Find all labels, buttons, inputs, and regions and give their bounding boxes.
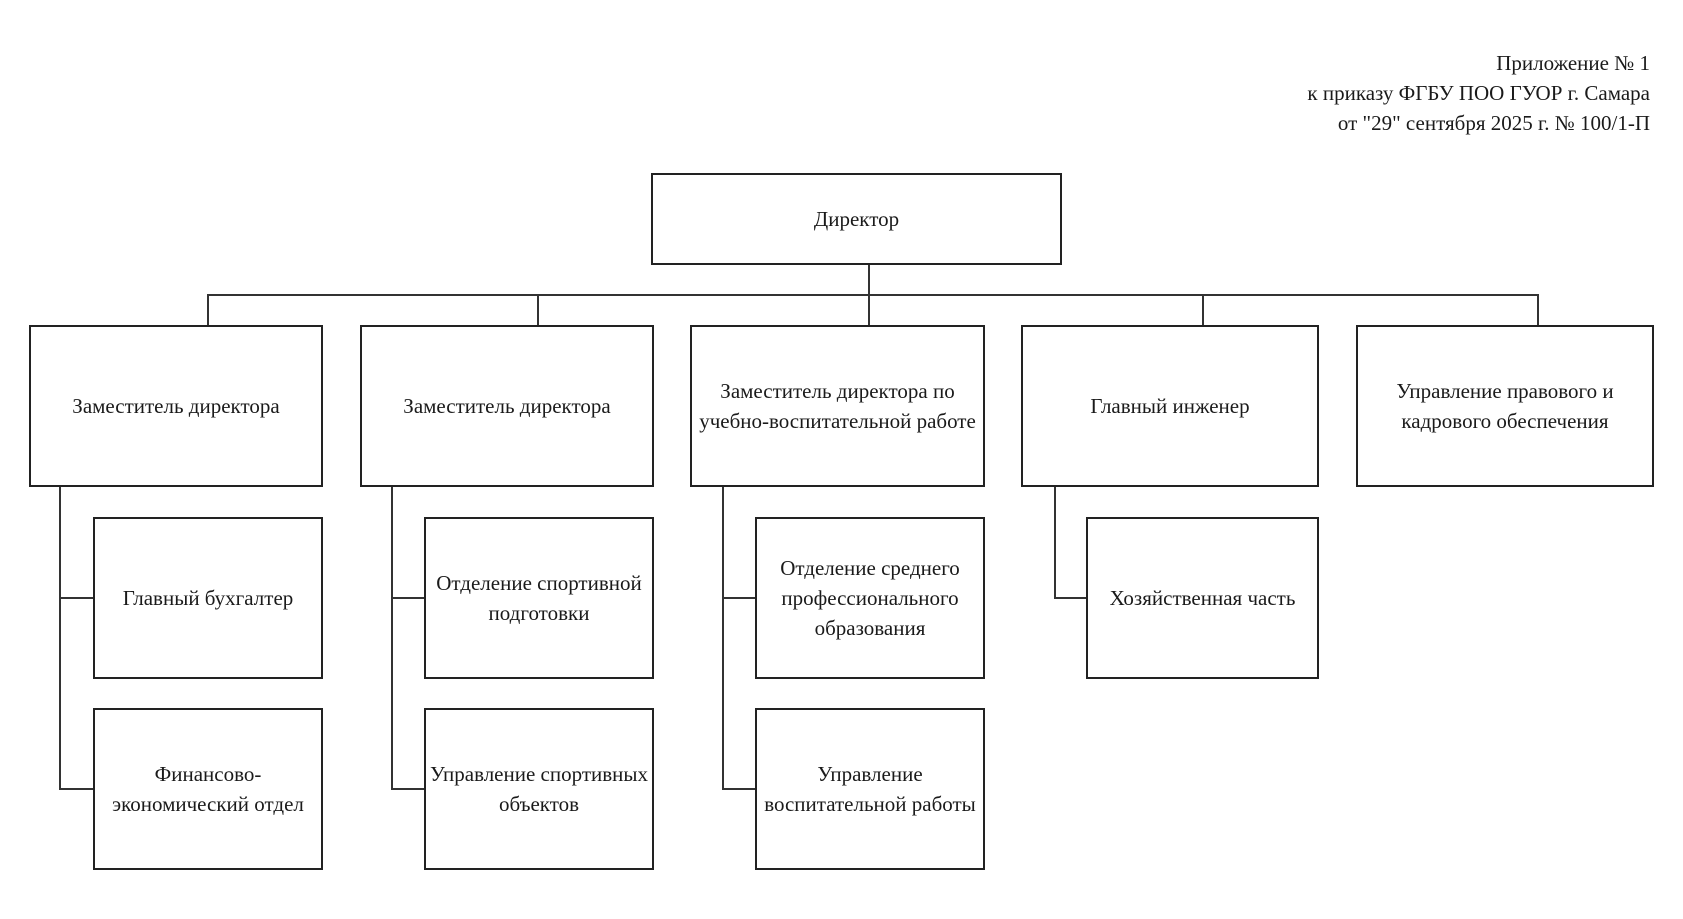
child-label: Главный бухгалтер	[122, 586, 294, 610]
unit-box-legal-hr-mgmt: Управление правового и кадрового обеспеч…	[1356, 325, 1654, 487]
unit-connector	[868, 294, 870, 325]
educational-work-mgmt-box: Управление воспитательной работы	[755, 708, 985, 870]
child-spine	[722, 487, 724, 789]
director-label: Директор	[813, 207, 900, 231]
document-header: Приложение № 1 к приказу ФГБУ ПОО ГУОР г…	[1307, 48, 1650, 138]
unit-box-deputy-director-education: Заместитель директора по учебно-воспитат…	[690, 325, 985, 487]
child-connector	[59, 788, 93, 790]
unit-connector	[1537, 294, 1539, 325]
child-label: Хозяйственная часть	[1109, 586, 1296, 610]
finance-economics-dept-box: Финансово-экономический отдел	[93, 708, 323, 870]
unit-box-chief-engineer: Главный инженер	[1021, 325, 1319, 487]
unit-label: Заместитель директора по учебно-воспитат…	[699, 379, 976, 433]
unit-connector	[1202, 294, 1204, 325]
child-connector	[722, 788, 755, 790]
unit-label: Заместитель директора	[403, 394, 611, 418]
vocational-education-dept-box: Отделение среднего профессионального обр…	[755, 517, 985, 679]
child-label: Финансово-экономический отдел	[112, 762, 304, 816]
child-connector	[59, 597, 93, 599]
director-box: Директор	[651, 173, 1062, 265]
unit-connector	[207, 294, 209, 325]
child-label: Управление воспитательной работы	[764, 762, 976, 816]
chief-accountant-box: Главный бухгалтер	[93, 517, 323, 679]
child-spine	[391, 487, 393, 789]
unit-box-deputy-director-1: Заместитель директора	[29, 325, 323, 487]
child-spine	[59, 487, 61, 789]
child-label: Управление спортивных объектов	[429, 762, 649, 816]
child-connector	[391, 788, 424, 790]
unit-label: Главный инженер	[1090, 394, 1250, 418]
unit-connector	[537, 294, 539, 325]
top-bus-line	[208, 294, 1539, 296]
maintenance-dept-box: Хозяйственная часть	[1086, 517, 1319, 679]
unit-label: Управление правового и кадрового обеспеч…	[1396, 379, 1614, 433]
child-spine	[1054, 487, 1056, 598]
sports-facilities-mgmt-box: Управление спортивных объектов	[424, 708, 654, 870]
order-date-number: от "29" сентября 2025 г. № 100/1-П	[1337, 111, 1650, 135]
child-connector	[391, 597, 424, 599]
child-label: Отделение среднего профессионального обр…	[780, 556, 960, 640]
director-connector	[868, 265, 870, 295]
unit-box-deputy-director-2: Заместитель директора	[360, 325, 654, 487]
unit-label: Заместитель директора	[72, 394, 280, 418]
child-connector	[1054, 597, 1086, 599]
child-connector	[722, 597, 755, 599]
child-label: Отделение спортивной подготовки	[436, 571, 642, 625]
sports-training-dept-box: Отделение спортивной подготовки	[424, 517, 654, 679]
order-reference: к приказу ФГБУ ПОО ГУОР г. Самара	[1307, 81, 1650, 105]
appendix-title: Приложение № 1	[1496, 51, 1650, 75]
